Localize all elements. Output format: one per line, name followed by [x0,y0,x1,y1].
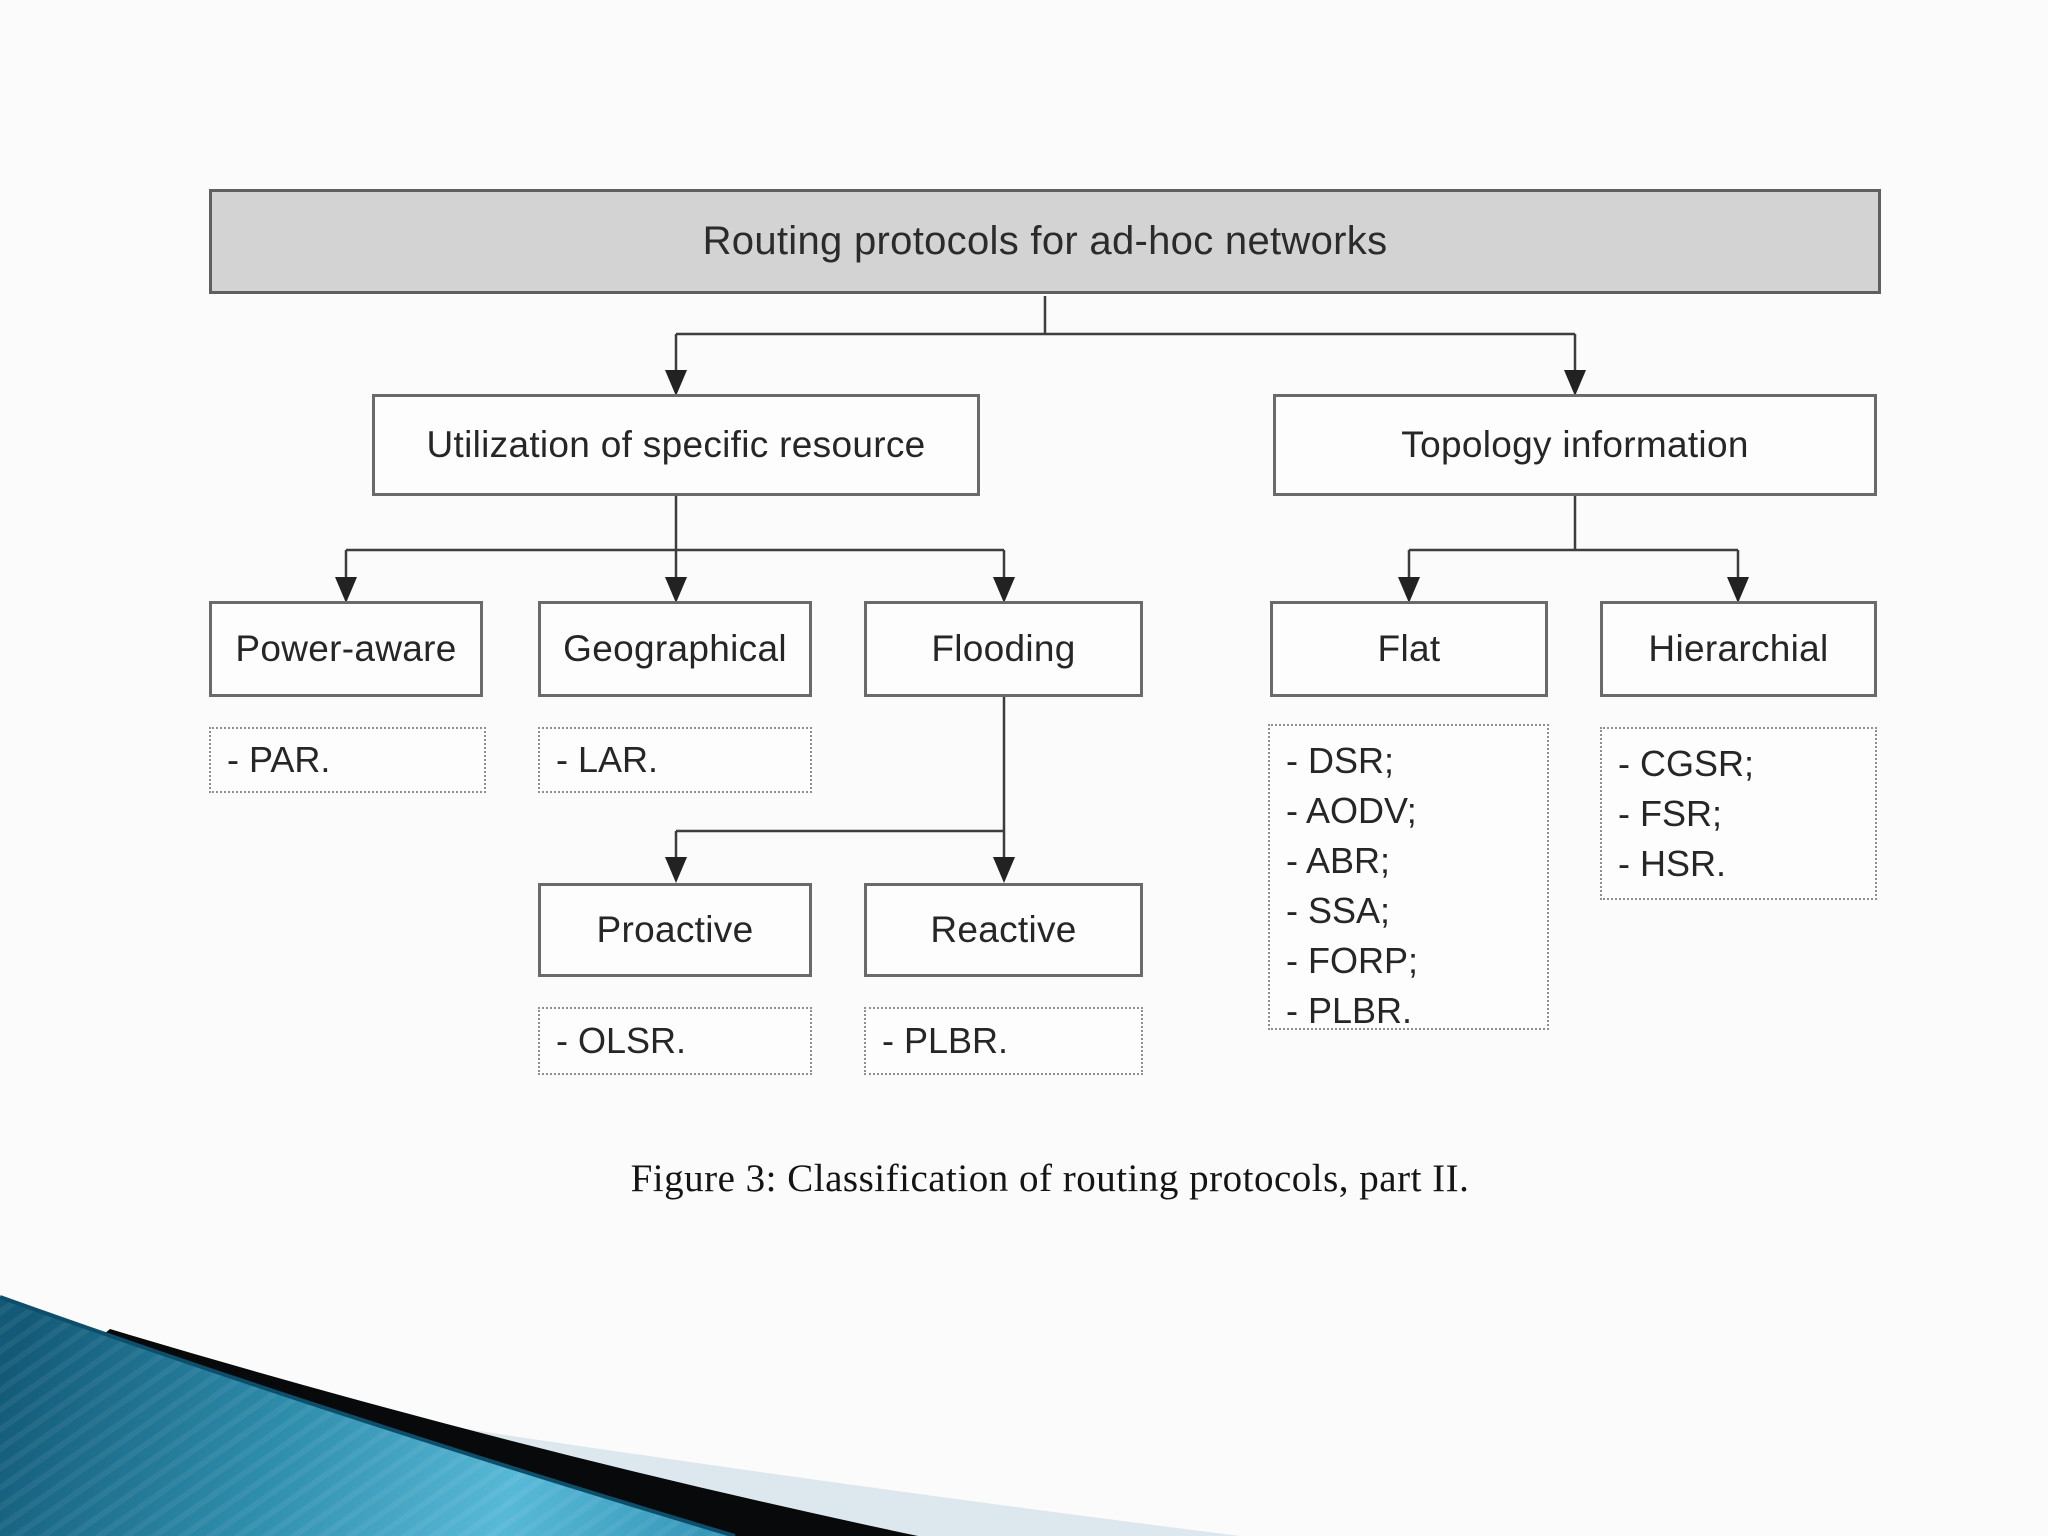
protocol-item: - OLSR. [556,1020,687,1061]
teal-swoosh-shape [0,1297,735,1536]
black-swoosh-shape [104,1329,918,1536]
node-reactive: Reactive [864,883,1143,977]
node-topology-information: Topology information [1273,394,1877,496]
protocol-item: - PAR. [227,739,331,780]
node-flat: Flat [1270,601,1548,697]
teal-swoosh-rim [0,1295,736,1536]
node-root: Routing protocols for ad-hoc networks [209,189,1881,294]
protocol-item: - LAR. [556,739,659,780]
protocol-item: - FORP; [1286,940,1418,981]
figure-caption: Figure 3: Classification of routing prot… [630,1157,1470,1200]
protocol-item: - CGSR; [1618,743,1755,784]
protocol-list-hierarchial: - CGSR; - FSR; - HSR. [1600,727,1877,900]
protocol-item: - SSA; [1286,890,1391,931]
node-hierarchial: Hierarchial [1600,601,1877,697]
node-proactive: Proactive [538,883,812,977]
protocol-item: - PLBR. [1286,990,1413,1031]
protocol-list-flat: - DSR; - AODV; - ABR; - SSA; - FORP; - P… [1268,724,1549,1031]
protocol-list-geographical: - LAR. [538,727,812,793]
protocol-item: - DSR; [1286,740,1394,781]
pale-swoosh-shape [190,1386,1240,1536]
node-geographical: Geographical [538,601,812,697]
protocol-item: - AODV; [1286,790,1417,831]
node-utilization-of-specific-resource: Utilization of specific resource [372,394,980,496]
protocol-list-power-aware: - PAR. [209,727,486,793]
protocol-list-reactive: - PLBR. [864,1007,1143,1075]
teal-swoosh-texture [0,1297,735,1536]
node-power-aware: Power-aware [209,601,483,697]
node-flooding: Flooding [864,601,1143,697]
protocol-item: - ABR; [1286,840,1391,881]
protocol-item: - PLBR. [882,1020,1009,1061]
protocol-item: - FSR; [1618,793,1722,834]
protocol-list-proactive: - OLSR. [538,1007,812,1075]
protocol-item: - HSR. [1618,843,1726,884]
